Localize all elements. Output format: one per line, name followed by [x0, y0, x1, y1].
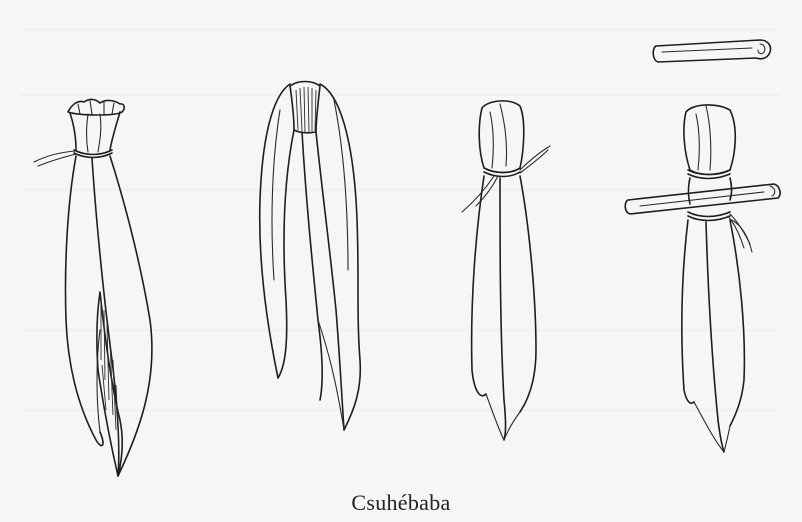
caption: Csuhébaba: [0, 490, 802, 516]
